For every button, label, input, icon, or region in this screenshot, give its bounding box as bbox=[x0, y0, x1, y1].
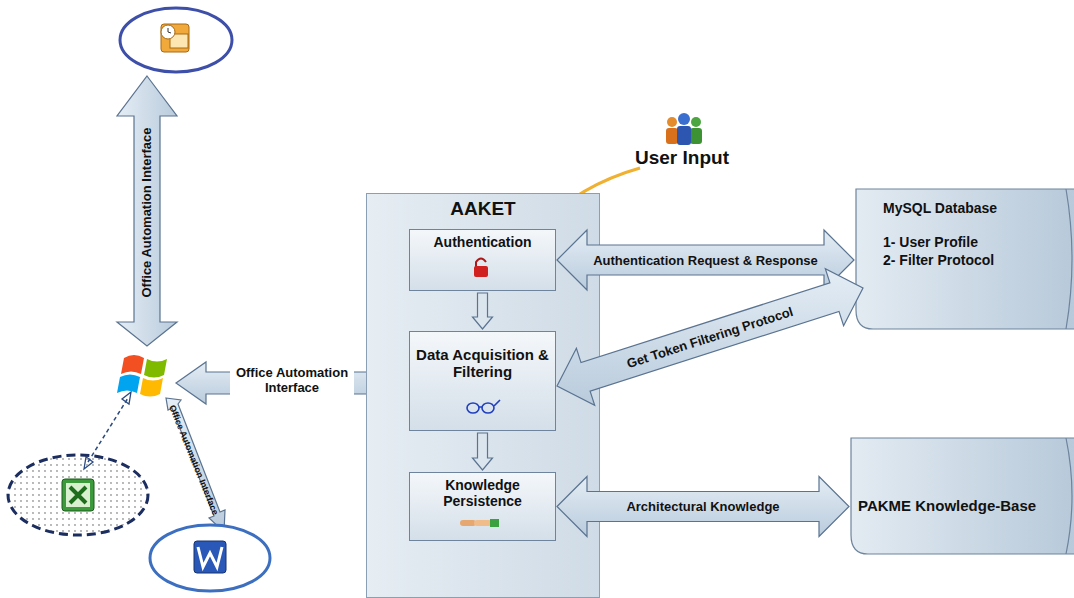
handshake-icon bbox=[460, 519, 499, 527]
exchange-arrow bbox=[557, 269, 863, 406]
windows-icon bbox=[117, 355, 167, 397]
exchange-arrow bbox=[557, 230, 854, 290]
interface-label: Office Automation Interface bbox=[230, 366, 354, 396]
node-body: 2- Filter Protocol bbox=[883, 252, 1074, 268]
database-node: MySQL Database 1- User Profile 2- Filter P… bbox=[855, 188, 1074, 330]
node-title: Authentication bbox=[412, 234, 553, 250]
exchange-arrow bbox=[557, 477, 849, 537]
outlook-icon bbox=[161, 24, 189, 52]
word-icon bbox=[194, 541, 226, 573]
excel-icon bbox=[62, 479, 94, 511]
word-ellipse bbox=[150, 525, 270, 591]
module-box: Authentication bbox=[409, 229, 556, 291]
dashed-link bbox=[88, 398, 128, 462]
actor-label: User Input bbox=[635, 147, 729, 169]
edge-label: Architectural Knowledge bbox=[626, 499, 779, 514]
glasses-icon bbox=[467, 400, 500, 413]
node-title: Data Acquisition & Filtering bbox=[412, 346, 553, 380]
node-title: PAKME Knowledge-Base bbox=[858, 497, 1074, 514]
module-box: Data Acquisition & Filtering bbox=[409, 331, 556, 431]
interface-arrow bbox=[166, 398, 225, 532]
node-title: Knowledge Persistence bbox=[412, 477, 553, 509]
module-box: Knowledge Persistence bbox=[409, 472, 556, 541]
flow-arrow bbox=[473, 433, 493, 470]
arrow-head bbox=[122, 392, 131, 404]
edge-label: Authentication Request & Response bbox=[593, 253, 818, 268]
database-shape bbox=[850, 437, 1074, 555]
edge-label: Get Token Filtering Protocol bbox=[625, 303, 795, 370]
node-title: MySQL Database bbox=[883, 200, 1074, 216]
lock-icon bbox=[474, 259, 488, 278]
interface-label: Office Automation Interface bbox=[167, 404, 220, 517]
interface-label: Office Automation Interface bbox=[139, 127, 154, 297]
node-body: 1- User Profile bbox=[883, 234, 1074, 250]
excel-ellipse bbox=[8, 455, 148, 535]
interface-arrow bbox=[117, 76, 177, 346]
outlook-ellipse bbox=[120, 8, 232, 72]
people-icon bbox=[666, 113, 702, 145]
flow-arrow bbox=[473, 293, 493, 329]
database-node: PAKME Knowledge-Base bbox=[850, 437, 1074, 555]
node-title: AAKET bbox=[367, 198, 599, 220]
